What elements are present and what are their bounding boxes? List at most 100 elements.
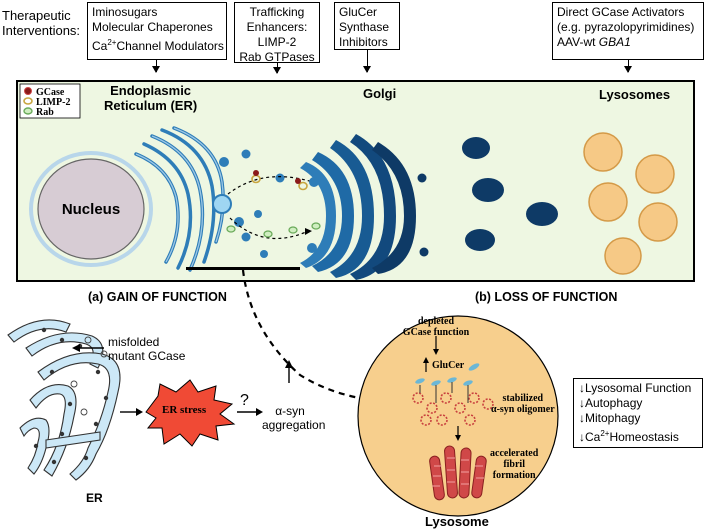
misfolded-line1: misfolded <box>108 335 160 349</box>
gain-of-function-label: (a) GAIN OF FUNCTION <box>88 290 227 304</box>
rab-cargo <box>311 222 321 230</box>
depleted-label: depleted GCase function <box>398 316 474 338</box>
rab-cargo <box>263 230 273 238</box>
lysosome <box>638 202 678 242</box>
gain-marker-line <box>186 267 300 270</box>
er-label-line1: Endoplasmic <box>110 83 192 98</box>
misfolded-pointer-head <box>72 344 80 352</box>
fibril-texture <box>432 457 484 487</box>
er-vesicle <box>260 250 268 258</box>
arrow-to-golgi <box>363 50 371 73</box>
intervention-box-glucer: GluCer Synthase Inhibitors <box>334 2 400 50</box>
golgi-vesicle <box>472 178 504 202</box>
er-misfolded-dots <box>33 327 109 465</box>
lysosomes-label: Lysosomes <box>599 87 671 102</box>
trafficking-path-lower <box>229 217 307 239</box>
er-label-line2: Reticulum (ER) <box>104 98 198 113</box>
stabilized-line2: α-syn oligomer <box>491 404 555 415</box>
er-lumen-lines <box>135 127 224 271</box>
intervention-direct-activators: Direct GCase Activators <box>557 5 685 19</box>
intervention-box-trafficking: Trafficking Enhancers: LIMP-2 Rab GTPase… <box>234 2 320 64</box>
nucleus-shape <box>37 158 145 260</box>
limp2-cargo <box>298 181 308 191</box>
interventions-heading: Therapeutic Interventions: <box>2 8 80 38</box>
rab-cargo <box>226 225 236 233</box>
depleted-arrowhead <box>433 349 439 355</box>
interventions-heading-line2: Interventions: <box>2 23 81 38</box>
arrow-to-er <box>152 60 160 73</box>
intervention-enhancers: Enhancers: <box>246 20 308 34</box>
effect-calcium: ↓Ca2+Homeostasis <box>579 429 679 444</box>
intervention-glucer: GluCer <box>339 5 378 19</box>
er-stress-label: ER stress <box>162 404 207 416</box>
stabilized-label: stabilized α-syn oligomer <box>491 393 555 415</box>
arrow-to-vesicles <box>273 63 281 74</box>
effects-box: ↓Lysosomal Function ↓Autophagy ↓Mitophag… <box>573 378 703 448</box>
fibril-arrowhead <box>455 435 461 441</box>
legend-limp2: LIMP-2 <box>36 97 70 108</box>
trafficking-path-upper <box>227 176 314 195</box>
cell-panel: GCase LIMP-2 Rab Nucleus <box>16 80 695 282</box>
effect-lysosomal: ↓Lysosomal Function <box>579 381 692 395</box>
accelerated-line1: accelerated <box>490 448 539 459</box>
effect-mitophagy: ↓Mitophagy <box>579 411 641 425</box>
oligomer-rings <box>412 392 494 426</box>
oligomer-stalks <box>419 382 469 403</box>
loss-of-function-label: (b) LOSS OF FUNCTION <box>475 290 618 304</box>
legend-rab: Rab <box>36 107 54 118</box>
glucer-up-arrowhead <box>423 357 429 363</box>
accelerated-line2: fibril <box>503 459 525 470</box>
intervention-pyrazolopyrimidines: (e.g. pyrazolopyrimidines) <box>557 20 695 34</box>
intervention-ca-modulators: Ca2+Channel Modulators <box>92 38 224 53</box>
er-vesicle <box>275 173 285 183</box>
accelerated-line3: formation <box>492 470 536 481</box>
golgi-vesicle <box>526 202 558 226</box>
golgi-stacks <box>300 134 429 280</box>
nucleus-label: Nucleus <box>62 201 120 218</box>
intervention-aav: AAV-wt GBA1 <box>557 35 631 49</box>
nuclear-envelope-outer <box>29 151 153 267</box>
effect-autophagy: ↓Autophagy <box>579 396 643 410</box>
down-arrow-icon: ↓ <box>579 411 585 425</box>
er-label: Endoplasmic Reticulum (ER) <box>104 83 197 113</box>
intervention-iminosugars: Iminosugars <box>92 5 158 19</box>
intervention-inhibitors: Inhibitors <box>339 35 388 49</box>
aggregation-line2: aggregation <box>262 418 326 432</box>
rab-legend-icon <box>23 107 33 115</box>
lysosome <box>583 132 623 172</box>
golgi-label: Golgi <box>363 86 397 101</box>
intervention-limp2: LIMP-2 <box>257 35 297 49</box>
arrow-to-lysosomes <box>624 60 632 73</box>
accelerated-label: accelerated fibril formation <box>490 448 538 481</box>
depleted-line2: GCase function <box>402 327 470 338</box>
down-arrow-icon: ↓ <box>579 381 585 395</box>
question-mark: ? <box>240 392 249 409</box>
lysosome <box>635 154 675 194</box>
limp2-legend-icon <box>23 97 33 105</box>
down-arrow-icon: ↓ <box>579 396 585 410</box>
er-misfolded <box>7 319 121 481</box>
er-vesicle <box>234 217 244 227</box>
er-exit-vesicle <box>212 194 232 214</box>
lysosome <box>604 237 642 275</box>
aggregation-up-arrowhead <box>285 360 293 368</box>
er-vesicle <box>241 232 251 242</box>
er-vesicle <box>219 157 229 167</box>
gcase-legend-icon <box>24 87 32 95</box>
golgi-vesicle <box>465 229 495 251</box>
intervention-box-activators: Direct GCase Activators (e.g. pyrazolopy… <box>552 2 704 60</box>
misfolded-line2: mutant GCase <box>108 349 186 363</box>
glucer-label: GluCer <box>432 360 465 371</box>
er-vesicle <box>241 149 251 159</box>
legend-gcase: GCase <box>36 87 65 98</box>
gcase-cargo <box>253 170 259 176</box>
big-lysosome <box>357 315 559 517</box>
stabilized-line1: stabilized <box>502 393 544 404</box>
rab-cargo <box>288 226 298 234</box>
aggregation-line1: α-syn <box>275 404 305 418</box>
intervention-chaperones: Molecular Chaperones <box>92 20 213 34</box>
intervention-box-er: Iminosugars Molecular Chaperones Ca2+Cha… <box>87 2 227 60</box>
limp2-cargo <box>251 174 261 184</box>
depleted-line1: depleted <box>417 316 455 327</box>
lysosome <box>588 182 628 222</box>
